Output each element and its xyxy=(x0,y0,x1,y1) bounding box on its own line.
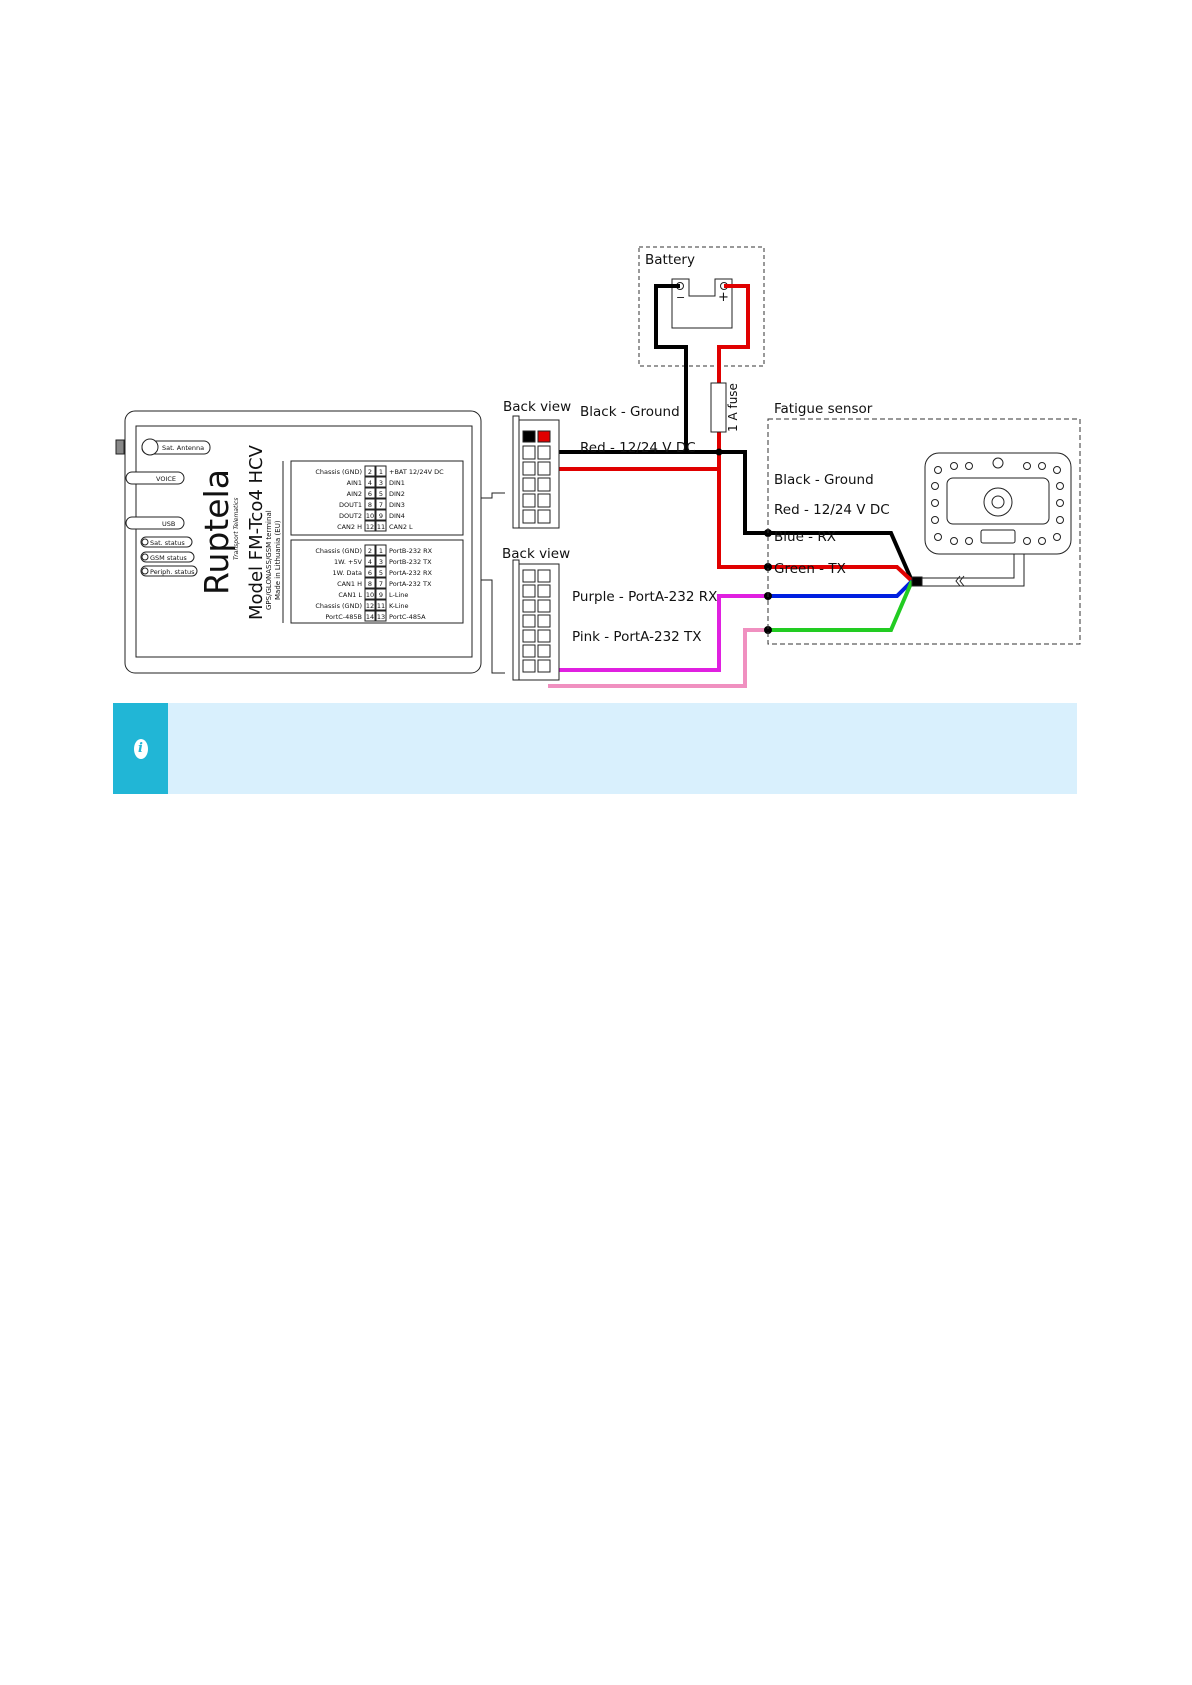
pin-number: 7 xyxy=(379,580,383,588)
pin-number: 1 xyxy=(379,547,383,555)
connector-top-label: Back view xyxy=(503,399,571,415)
pin-right-label: DIN1 xyxy=(389,479,405,487)
pin-left-label: AIN2 xyxy=(347,490,362,498)
pin-number: 9 xyxy=(379,591,383,599)
pin-number: 11 xyxy=(377,523,385,531)
pin-number: 7 xyxy=(379,501,383,509)
pin-left-label: Chassis (GND) xyxy=(315,602,362,610)
led-sat-status: Sat. status xyxy=(150,539,185,547)
led-gsm-status: GSM status xyxy=(150,554,187,562)
pin-table-1 xyxy=(290,460,464,536)
label-pink: Pink - PortA-232 TX xyxy=(572,629,702,645)
pin-left-label: 1W. Data xyxy=(333,569,362,577)
led-periph-status: Periph. status xyxy=(150,568,195,576)
battery-icon xyxy=(671,278,733,329)
fatigue-sensor-device-icon xyxy=(911,452,1072,587)
info-callout-text xyxy=(168,703,1077,794)
pin-left-label: 1W. +5V xyxy=(334,558,363,566)
pin-number: 6 xyxy=(368,569,372,577)
battery-plus: + xyxy=(718,290,729,305)
fm-tco4-device: Sat. Antenna VOICE USB Sat. status GSM s… xyxy=(115,410,482,674)
pin-number: 11 xyxy=(377,602,385,610)
connector-bottom-label: Back view xyxy=(502,546,570,562)
wire-pink xyxy=(548,628,768,688)
pin-number: 9 xyxy=(379,512,383,520)
pin-left-label: PortC-485B xyxy=(325,613,362,621)
pin-right-label: DIN2 xyxy=(389,490,405,498)
pin-left-label: Chassis (GND) xyxy=(315,468,362,476)
fatigue-sensor-box xyxy=(767,418,1081,645)
pin-number: 2 xyxy=(368,547,372,555)
pin-left-label: AIN1 xyxy=(347,479,362,487)
pin-left-label: DOUT1 xyxy=(339,501,362,509)
label-purple: Purple - PortA-232 RX xyxy=(572,589,717,605)
pin-right-label: PortB-232 TX xyxy=(389,558,432,566)
pin-number: 12 xyxy=(366,602,374,610)
pin-left-label: CAN2 H xyxy=(337,523,362,531)
sensor-label-red: Red - 12/24 V DC xyxy=(774,502,890,518)
pin-number: 10 xyxy=(366,591,374,599)
pin-number: 8 xyxy=(368,580,372,588)
pin-number: 14 xyxy=(366,613,374,621)
pin-number: 5 xyxy=(379,569,383,577)
model-subtitle: GPS/GLONASS/GSM terminal xyxy=(265,510,273,610)
label-black-ground: Black - Ground xyxy=(580,404,680,420)
pin-right-label: PortB-232 RX xyxy=(389,547,433,555)
pin-right-label: DIN3 xyxy=(389,501,405,509)
pin-number: 3 xyxy=(379,479,383,487)
pin-right-label: L-Line xyxy=(389,591,408,599)
wire-green xyxy=(768,580,914,632)
pin-right-label: CAN2 L xyxy=(389,523,413,531)
pin-number: 1 xyxy=(379,468,383,476)
pin-number: 4 xyxy=(368,558,372,566)
pin-number: 6 xyxy=(368,490,372,498)
pin-left-label: CAN1 L xyxy=(338,591,362,599)
battery-title: Battery xyxy=(645,252,695,268)
info-icon: i xyxy=(133,738,148,759)
pin-table-2 xyxy=(290,539,464,624)
wire-battery-positive xyxy=(717,284,768,569)
fuse-label: 1 A fuse xyxy=(726,383,740,432)
sensor-label-black: Black - Ground xyxy=(774,472,874,488)
pin-number: 2 xyxy=(368,468,372,476)
port-sat-antenna: Sat. Antenna xyxy=(162,444,204,452)
model-name: Model FM-Tco4 HCV xyxy=(246,444,267,620)
pin-left-label: Chassis (GND) xyxy=(315,547,362,555)
pin-number: 4 xyxy=(368,479,372,487)
sensor-label-green: Green - TX xyxy=(774,561,846,577)
label-red-power: Red - 12/24 V DC xyxy=(580,440,696,456)
connector-bottom xyxy=(512,559,560,681)
wire-purple xyxy=(548,594,768,672)
brand-logo: Ruptela xyxy=(197,469,236,595)
info-callout-bar: i xyxy=(113,703,168,794)
info-callout: i xyxy=(113,703,1077,794)
port-voice: VOICE xyxy=(156,475,176,483)
pin-right-label: K-Line xyxy=(389,602,408,610)
wire-black-ground xyxy=(533,450,914,582)
port-usb: USB xyxy=(162,520,175,528)
pin-number: 5 xyxy=(379,490,383,498)
fuse-icon xyxy=(710,382,727,433)
pin-right-label: DIN4 xyxy=(389,512,405,520)
wire-battery-ground xyxy=(654,284,688,452)
pin-number: 8 xyxy=(368,501,372,509)
pin-right-label: +BAT 12/24V DC xyxy=(389,468,444,476)
sensor-label-blue: Blue - RX xyxy=(774,529,836,545)
pin-left-label: DOUT2 xyxy=(339,512,362,520)
pin-number: 3 xyxy=(379,558,383,566)
wire-blue xyxy=(768,579,914,598)
pin-left-label: CAN1 H xyxy=(337,580,362,588)
pin-number: 10 xyxy=(366,512,374,520)
pin-number: 13 xyxy=(377,613,385,621)
fatigue-sensor-title: Fatigue sensor xyxy=(774,401,873,417)
pin-right-label: PortA-232 TX xyxy=(389,580,432,588)
battery-minus: − xyxy=(676,291,685,304)
connector-top xyxy=(512,415,560,529)
pin-right-label: PortA-232 RX xyxy=(389,569,433,577)
model-origin: Made in Lithuania (EU) xyxy=(274,520,282,600)
pin-right-label: PortC-485A xyxy=(389,613,426,621)
brand-tagline: Transport Telematics xyxy=(233,498,240,560)
pin-number: 12 xyxy=(366,523,374,531)
